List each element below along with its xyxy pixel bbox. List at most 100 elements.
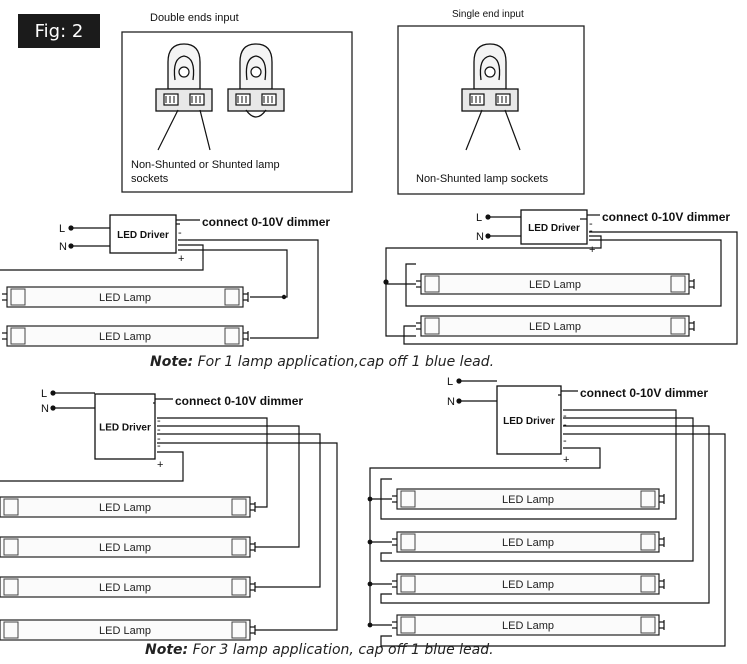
lamp-tube xyxy=(0,576,251,598)
led-lamp-3b: LED Lamp xyxy=(0,536,256,558)
wire-junction xyxy=(367,622,373,628)
lamp-socket-right xyxy=(227,43,285,118)
line-label: L xyxy=(447,376,453,388)
wire-blue-4c xyxy=(380,425,710,604)
socket-slot xyxy=(173,55,195,81)
note-one-lamp-label: Note: xyxy=(150,354,194,370)
single-caption: Non-Shunted lamp sockets xyxy=(416,173,549,185)
plus-sign: + xyxy=(178,253,184,265)
lamp-end-cap xyxy=(640,616,656,634)
dimmer-label: connect 0-10V dimmer xyxy=(202,215,330,229)
plus-sign: + xyxy=(589,244,595,256)
lamp-label: LED Lamp xyxy=(502,494,554,506)
minus-sign: - xyxy=(157,424,161,436)
led-lamp-1a: LED Lamp xyxy=(2,286,249,308)
single-end-title: Single end input xyxy=(452,9,524,20)
wire-blue-4d xyxy=(380,433,726,647)
wire-plus-1 xyxy=(0,244,204,271)
lamp-label: LED Lamp xyxy=(99,292,151,304)
led-lamp-3d: LED Lamp xyxy=(0,619,256,641)
line-label: L xyxy=(41,388,47,400)
note-three-lamp-label: Note: xyxy=(145,642,189,658)
lamp-tube xyxy=(420,315,690,337)
led-lamp-2a: LED Lamp xyxy=(416,273,695,295)
socket-terminal xyxy=(189,93,205,106)
wire-junction xyxy=(367,581,373,587)
lamp-label: LED Lamp xyxy=(99,582,151,594)
wire-junction xyxy=(281,294,287,300)
socket-terminal xyxy=(495,93,511,106)
minus-sign: - xyxy=(563,410,567,422)
lamp-end-cap xyxy=(640,490,656,508)
note-three-lamp: Note: For 3 lamp application, cap off 1 … xyxy=(145,642,494,658)
driver-label: LED Driver xyxy=(99,423,151,434)
pointer-line xyxy=(465,109,483,151)
socket-terminal xyxy=(469,93,485,106)
led-lamp-3a: LED Lamp xyxy=(0,496,256,518)
led-lamp-4a: LED Lamp xyxy=(392,488,665,510)
double-ends-title: Double ends input xyxy=(150,12,239,24)
driver-label: LED Driver xyxy=(528,223,580,234)
lamp-socket-single xyxy=(461,43,519,112)
wire-blue-1a xyxy=(178,249,288,298)
minus-sign: - xyxy=(589,225,593,237)
wire-blue-1b xyxy=(178,239,319,339)
led-driver-4 xyxy=(496,385,562,455)
line-label: L xyxy=(476,212,482,224)
led-driver-3 xyxy=(94,393,156,460)
wire-plus-2 xyxy=(385,235,602,337)
wire-blue-3d xyxy=(157,442,338,631)
lamp-tube xyxy=(0,536,251,558)
socket-terminal xyxy=(261,93,277,106)
lamp-end-cap xyxy=(424,275,440,293)
lamp-label: LED Lamp xyxy=(99,625,151,637)
lamp-end-cap xyxy=(3,538,19,556)
led-lamp-1b: LED Lamp xyxy=(2,325,249,347)
led-lamp-2b: LED Lamp xyxy=(416,315,695,337)
wire-blue-3c xyxy=(157,433,321,588)
led-driver-2 xyxy=(520,209,588,245)
lamp-end-cap xyxy=(231,578,247,596)
lamp-end-cap xyxy=(400,616,416,634)
wire-plus-4 xyxy=(369,447,601,626)
neutral-label: N xyxy=(447,396,455,408)
neutral-label: N xyxy=(476,231,484,243)
lamp-socket-left xyxy=(155,43,213,112)
double-ends-panel xyxy=(121,31,353,193)
lamp-end-cap xyxy=(231,498,247,516)
note-one-lamp-text: For 1 lamp application,cap off 1 blue le… xyxy=(193,354,495,370)
lamp-tube xyxy=(396,488,660,510)
wire-plus-3 xyxy=(0,451,184,482)
led-lamp-4b: LED Lamp xyxy=(392,531,665,553)
lamp-end-cap xyxy=(640,575,656,593)
lamp-end-cap xyxy=(3,578,19,596)
lamp-tube xyxy=(0,619,251,641)
lamp-end-cap xyxy=(231,621,247,639)
lamp-tube xyxy=(396,614,660,636)
lamp-label: LED Lamp xyxy=(529,321,581,333)
lamp-label: LED Lamp xyxy=(99,331,151,343)
dimmer-label: connect 0-10V dimmer xyxy=(602,210,730,224)
minus-sign: - xyxy=(157,433,161,445)
lamp-label: LED Lamp xyxy=(502,620,554,632)
wire-blue-2a xyxy=(405,239,722,307)
lamp-tube xyxy=(6,286,244,308)
figure-label: Fig: 2 xyxy=(18,14,100,48)
dimmer-label: connect 0-10V dimmer xyxy=(175,394,303,408)
socket-slot xyxy=(245,55,267,81)
lamp-tube xyxy=(396,573,660,595)
lamp-label: LED Lamp xyxy=(502,579,554,591)
lamp-end-cap xyxy=(640,533,656,551)
lamp-end-cap xyxy=(3,498,19,516)
double-caption-line2: sockets xyxy=(131,173,169,185)
wire-junction xyxy=(367,496,373,502)
lamp-end-cap xyxy=(10,327,26,345)
wire-junction xyxy=(367,539,373,545)
lamp-end-cap xyxy=(10,288,26,306)
lamp-end-cap xyxy=(3,621,19,639)
pointer-line xyxy=(157,109,179,151)
minus-sign: - xyxy=(589,218,593,230)
wire-blue-2b xyxy=(403,231,738,345)
socket-hole xyxy=(178,66,190,78)
led-lamp-4d: LED Lamp xyxy=(392,614,665,636)
